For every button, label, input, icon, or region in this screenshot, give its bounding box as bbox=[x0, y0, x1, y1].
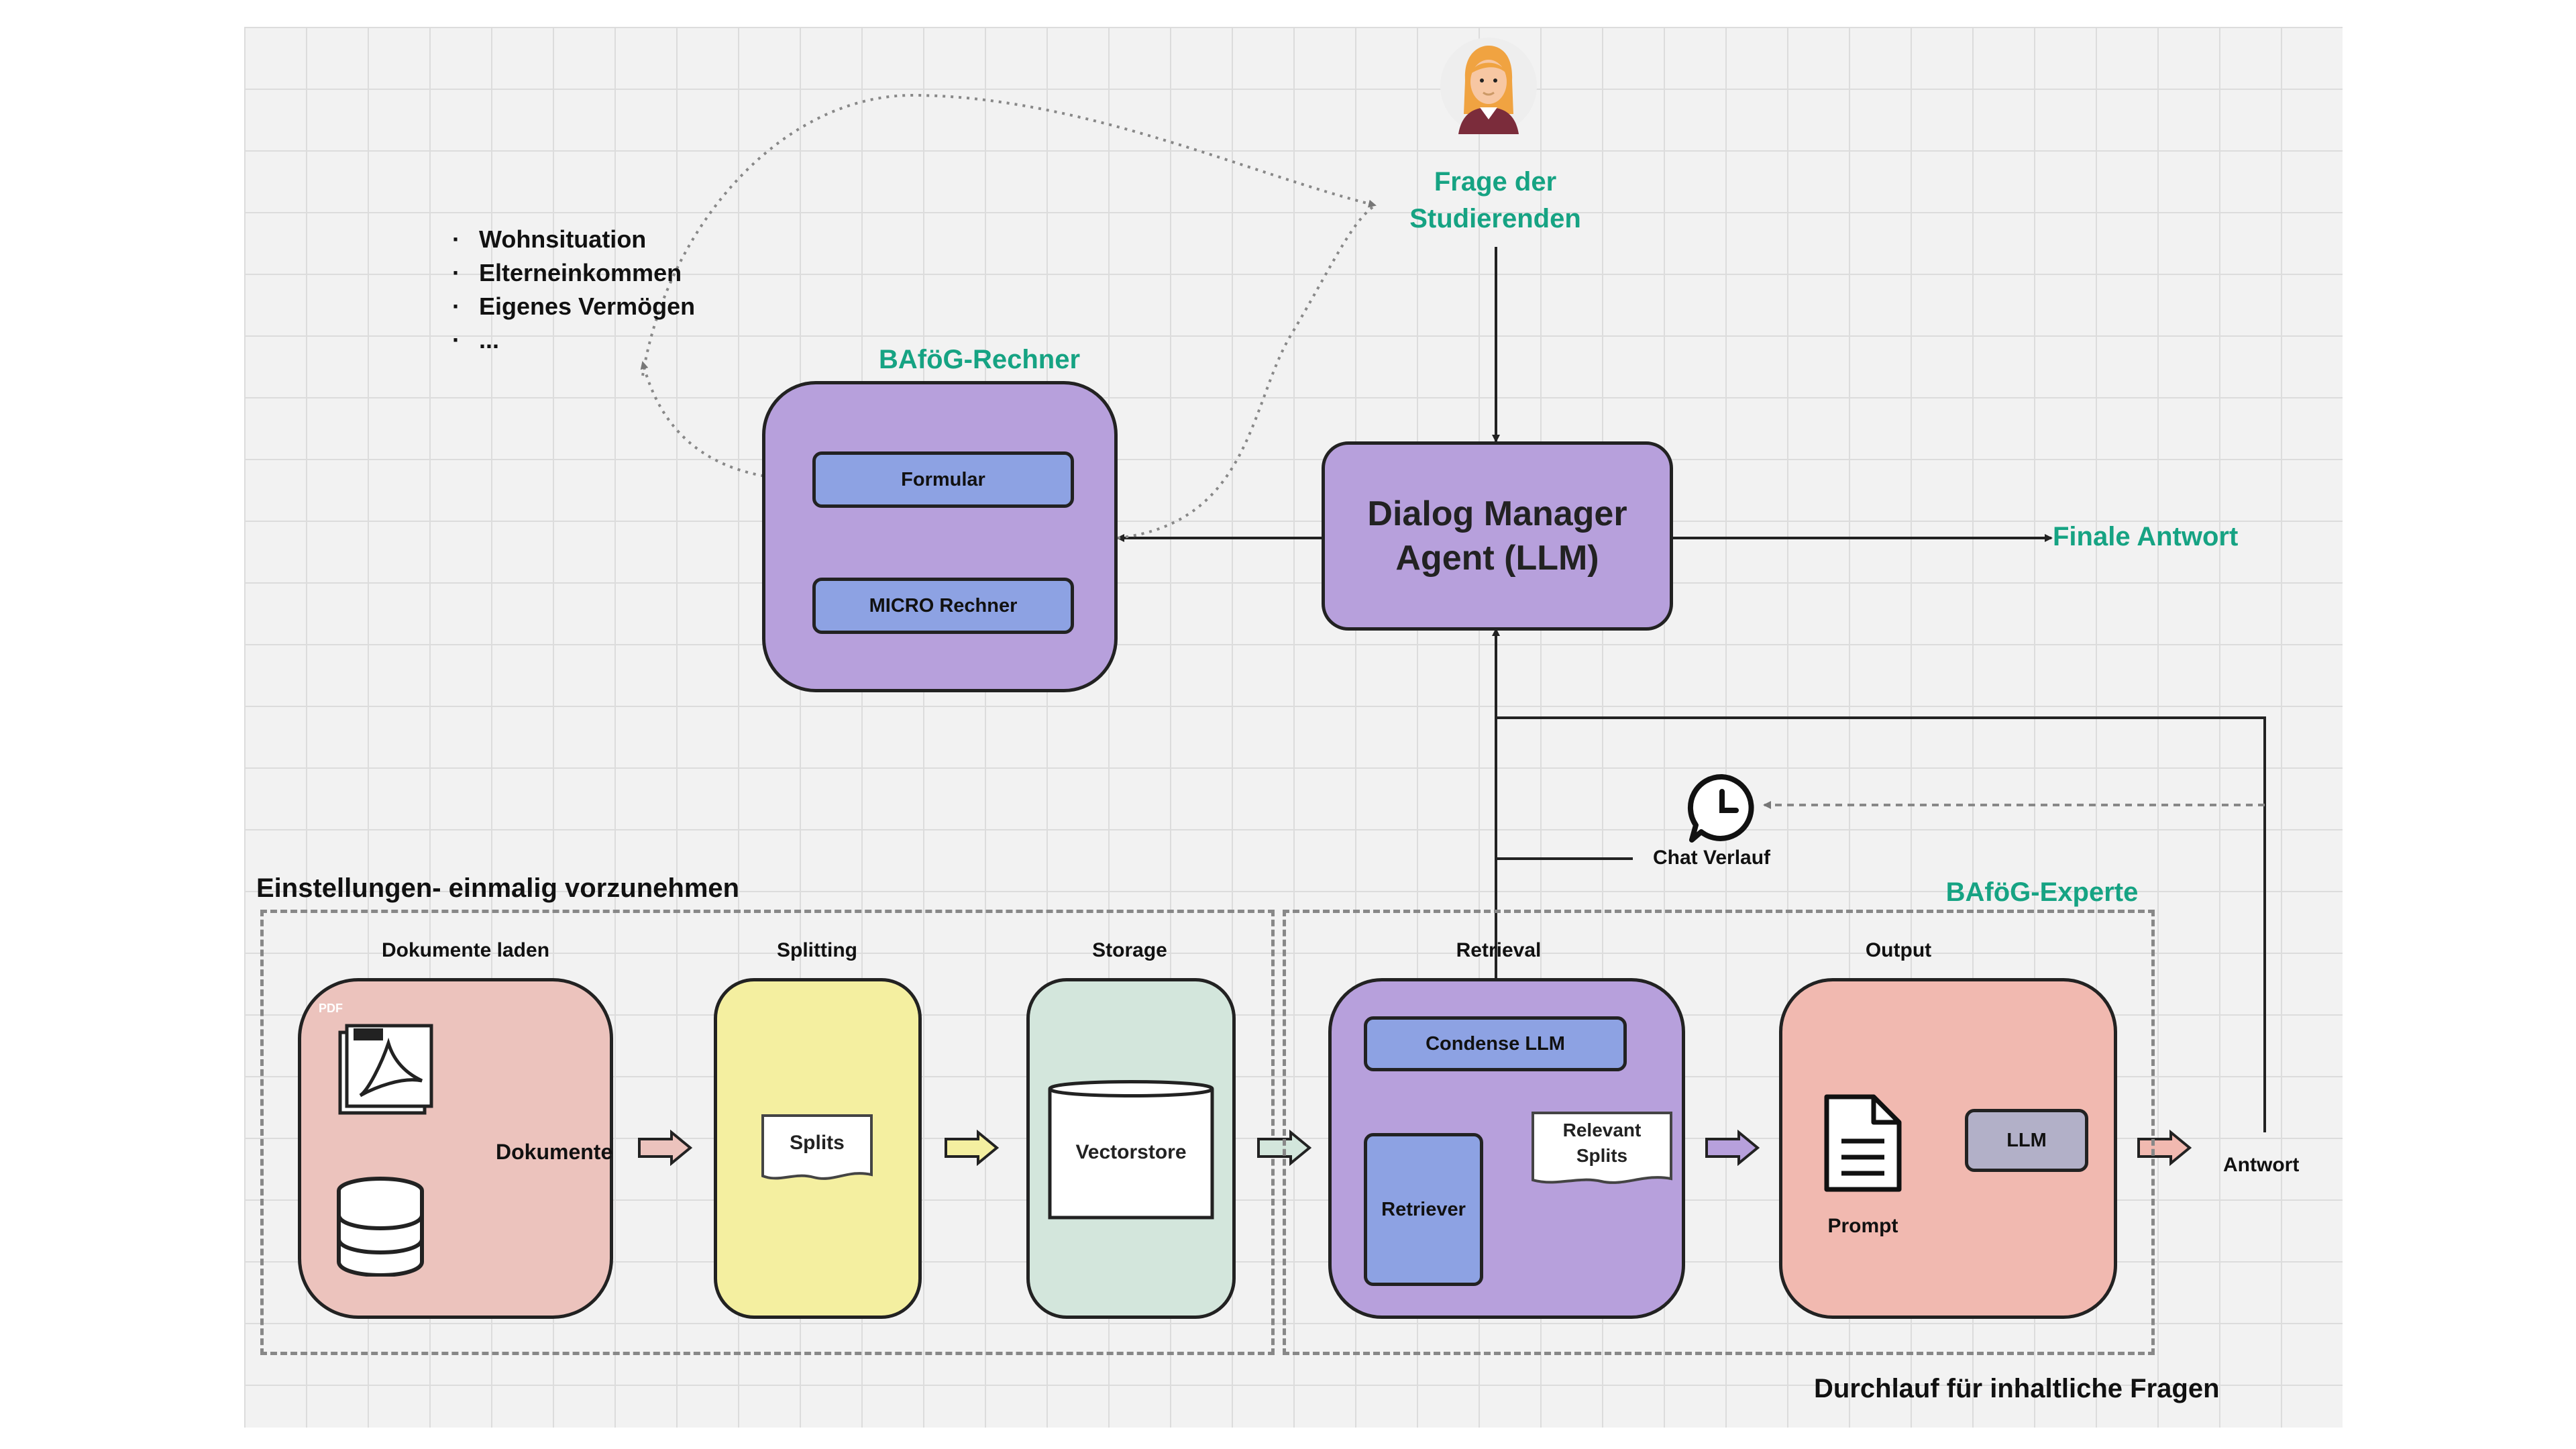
chat-history-label: Chat Verlauf bbox=[1653, 847, 1771, 869]
splitting-stage-label: Splitting bbox=[777, 939, 857, 961]
diagram-canvas: Frage der Studierenden ·Wohnsituation ·E… bbox=[244, 27, 2343, 1428]
splits-doc-label: Splits bbox=[790, 1132, 845, 1154]
documents-brace-label: Dokumente bbox=[496, 1140, 613, 1164]
rechner-title: BAföG-Rechner bbox=[878, 345, 1081, 374]
storage-stage: Vectorstore bbox=[1026, 978, 1236, 1319]
clock-icon bbox=[1685, 771, 1759, 845]
output-stage: Prompt LLM bbox=[1779, 978, 2117, 1319]
answer-label: Antwort bbox=[2223, 1154, 2300, 1176]
prompt-label: Prompt bbox=[1827, 1215, 1898, 1237]
question-label-line1: Frage der bbox=[1434, 167, 1557, 197]
relevant-splits-line2: Splits bbox=[1576, 1145, 1628, 1166]
setup-title: Einstellungen- einmalig vorzunehmen bbox=[256, 873, 740, 903]
database-icon bbox=[333, 1176, 427, 1278]
retrieval-stage-label: Retrieval bbox=[1456, 939, 1542, 961]
answer-loop-line bbox=[1496, 716, 2266, 1132]
formular-button[interactable]: Formular bbox=[812, 451, 1074, 508]
factor-item: ·Eigenes Vermögen bbox=[452, 292, 696, 320]
final-answer-label: Finale Antwort bbox=[2053, 522, 2239, 551]
setup-frame bbox=[260, 910, 1275, 1355]
prompt-doc-icon bbox=[1823, 1093, 1903, 1193]
dotted-curve-top bbox=[641, 93, 1377, 376]
documents-stage-label: Dokumente laden bbox=[381, 939, 550, 961]
dialog-manager-line1: Dialog Manager bbox=[1367, 494, 1627, 533]
expert-title: BAföG-Experte bbox=[1945, 877, 2139, 907]
condense-llm-box: Condense LLM bbox=[1364, 1016, 1627, 1071]
storage-stage-label: Storage bbox=[1092, 939, 1167, 961]
stage-arrow-2 bbox=[943, 1129, 1000, 1169]
llm-box: LLM bbox=[1965, 1109, 2088, 1172]
relevant-splits-line1: Relevant bbox=[1562, 1120, 1642, 1140]
retriever-box: Retriever bbox=[1364, 1133, 1483, 1286]
factors-list: ·Wohnsituation ·Elterneinkommen ·Eigenes… bbox=[452, 223, 695, 357]
dotted-curve-rechner bbox=[1117, 204, 1377, 539]
dialog-manager-line2: Agent (LLM) bbox=[1395, 539, 1599, 578]
documents-stage: PDF Dokumente bbox=[298, 978, 613, 1319]
relevant-splits-label: Relevant Splits bbox=[1530, 1110, 1674, 1176]
dialog-manager-box: Dialog Manager Agent (LLM) bbox=[1322, 441, 1673, 631]
stage-arrow-4 bbox=[1704, 1129, 1760, 1169]
pdf-icon bbox=[335, 1023, 435, 1117]
student-avatar bbox=[1438, 34, 1539, 141]
question-label-line2: Studierenden bbox=[1409, 204, 1581, 233]
factor-item: ·Elterneinkommen bbox=[452, 259, 682, 286]
vectorstore-cylinder: Vectorstore bbox=[1047, 1075, 1215, 1230]
rechner-box: Formular MICRO Rechner bbox=[762, 381, 1118, 692]
vectorstore-label: Vectorstore bbox=[1075, 1141, 1187, 1163]
stage-arrow-1 bbox=[637, 1129, 693, 1169]
output-stage-label: Output bbox=[1865, 939, 1932, 961]
pdf-tag: PDF bbox=[319, 1002, 343, 1015]
retrieval-stage: Condense LLM Retriever Relevant Splits bbox=[1328, 978, 1685, 1319]
relevant-splits-doc: Relevant Splits bbox=[1530, 1110, 1674, 1189]
factor-item: ·... bbox=[452, 326, 500, 354]
factor-item: ·Wohnsituation bbox=[452, 225, 647, 253]
expert-frame bbox=[1283, 910, 2155, 1355]
splits-doc: Splits bbox=[760, 1113, 874, 1184]
splitting-stage: Splits bbox=[714, 978, 922, 1319]
micro-rechner-button[interactable]: MICRO Rechner bbox=[812, 578, 1074, 634]
expert-footer: Durchlauf für inhaltliche Fragen bbox=[1814, 1374, 2220, 1403]
question-label: Frage der Studierenden bbox=[1385, 164, 1606, 237]
